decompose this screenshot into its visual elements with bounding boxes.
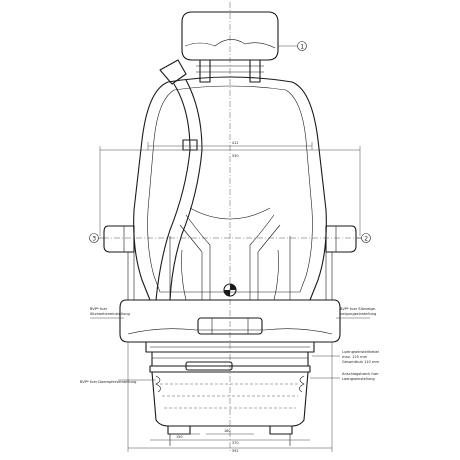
label-left-lower: BVP* fuer Daempferverstellung [80, 379, 156, 384]
svg-text:BVP* fuer: BVP* fuer [90, 307, 108, 311]
callout-2-label: 2 [364, 235, 368, 242]
svg-text:Lueingseinstellhebel: Lueingseinstellhebel [342, 350, 379, 354]
backrest [133, 76, 327, 301]
label-left-upper: BVP* fuer Sitzhoeheneinstellung [90, 307, 130, 319]
dimension-bottom: 592 370 150 180 [127, 342, 333, 453]
svg-text:BVP* fuer Daempferverstellung: BVP* fuer Daempferverstellung [80, 380, 136, 384]
svg-text:Sitzhoeheneinstellung: Sitzhoeheneinstellung [90, 312, 130, 316]
dim-lower-width: 530 [232, 154, 238, 158]
seat-belt [155, 59, 203, 301]
label-right-lower: Anschlagstueck fuer Laengseinstellung [310, 372, 379, 381]
armrest-left [103, 225, 135, 300]
brand-emblem-icon [223, 283, 237, 297]
suspension-frame [145, 341, 315, 446]
dimension-wide: 530 [99, 146, 361, 236]
armrest-right [325, 225, 357, 300]
dim-small: 150 [176, 435, 182, 439]
dim-base: 370 [232, 441, 238, 445]
dim-upper-width: 412 [232, 141, 238, 145]
callout-2: 2 [356, 233, 371, 243]
svg-text:Laengseinstellung: Laengseinstellung [342, 377, 375, 381]
dimension-upper: 412 [147, 141, 313, 150]
callout-1: 1 [278, 41, 307, 51]
dim-rail: 180 [224, 429, 230, 433]
label-right-upper: BVP* fuer Sitzneige- neigungseinstellung [336, 307, 377, 319]
svg-text:BVP* fuer Sitzneige-: BVP* fuer Sitzneige- [340, 307, 377, 311]
callout-3: 3 [89, 233, 104, 243]
callout-3-label: 3 [92, 235, 96, 242]
svg-text:Gesamthub 110 mm: Gesamthub 110 mm [342, 360, 379, 364]
svg-text:neigungseinstellung: neigungseinstellung [340, 312, 376, 316]
svg-text:max. 125 mm: max. 125 mm [342, 355, 368, 359]
callout-1-label: 1 [300, 43, 304, 50]
svg-text:Anschlagstueck fuer: Anschlagstueck fuer [342, 372, 379, 376]
headrest [181, 11, 279, 83]
dim-overall: 592 [232, 449, 238, 453]
label-right-mid: Lueingseinstellhebel max. 125 mm Gesamth… [312, 350, 379, 364]
